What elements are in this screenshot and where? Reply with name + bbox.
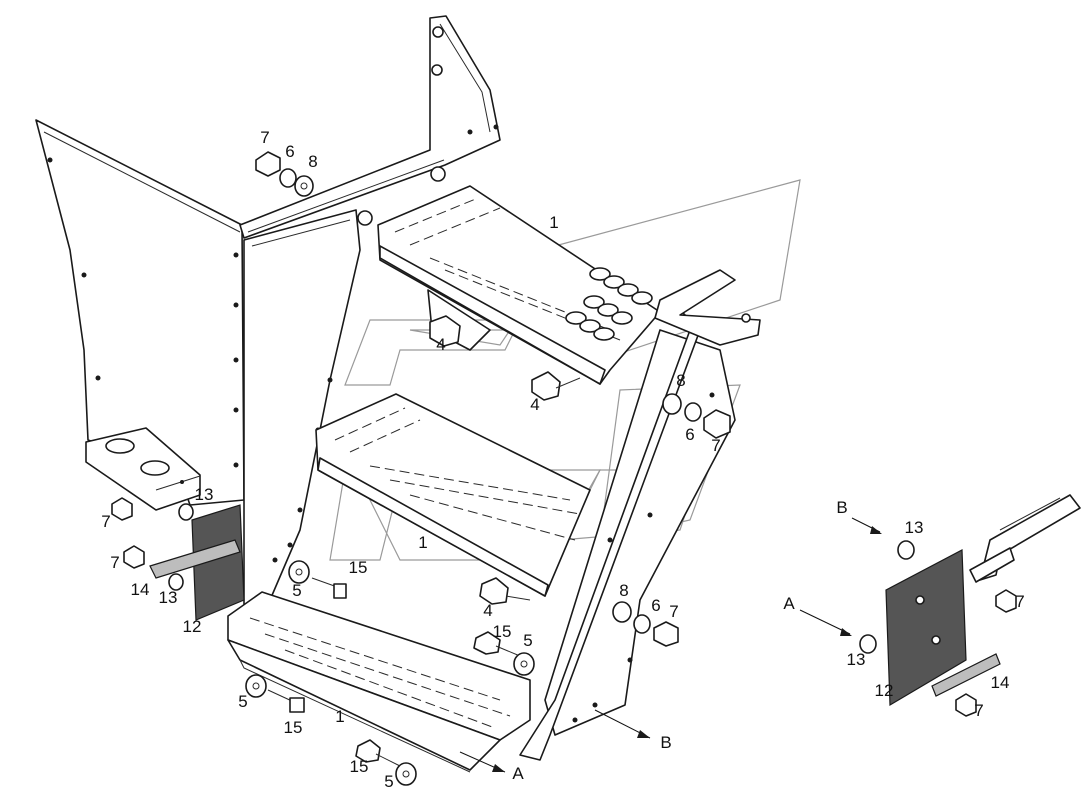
callout-label-view_a: A bbox=[512, 764, 524, 783]
callout-label-n14: 14 bbox=[131, 580, 150, 599]
callout-label-n7: 7 bbox=[260, 128, 269, 147]
callout-label-n7: 7 bbox=[974, 701, 983, 720]
callout-label-n5: 5 bbox=[292, 581, 301, 600]
bottom-step-tread bbox=[227, 591, 531, 773]
callout-label-n6: 6 bbox=[651, 596, 660, 615]
callout-label-n6: 6 bbox=[685, 425, 694, 444]
callout-label-n7: 7 bbox=[110, 553, 119, 572]
callout-label-n14: 14 bbox=[991, 673, 1010, 692]
callout-label-n5: 5 bbox=[238, 692, 247, 711]
callout-label-n4: 4 bbox=[530, 395, 539, 414]
callout-label-n4: 4 bbox=[436, 335, 445, 354]
detail-view-reflector-mounting bbox=[799, 494, 1081, 717]
left-side-panel bbox=[35, 119, 245, 506]
callout-label-n7: 7 bbox=[669, 602, 678, 621]
callout-label-n15: 15 bbox=[350, 757, 369, 776]
callout-label-n1: 1 bbox=[335, 707, 344, 726]
callout-label-n5: 5 bbox=[384, 772, 393, 791]
callout-label-n13: 13 bbox=[159, 588, 178, 607]
callout-label-n13: 13 bbox=[847, 650, 866, 669]
callout-label-n1: 1 bbox=[549, 213, 558, 232]
callout-label-n12: 12 bbox=[183, 617, 202, 636]
middle-step-tread bbox=[315, 393, 591, 597]
callout-label-view_b: B bbox=[660, 733, 671, 752]
callout-label-n12: 12 bbox=[875, 681, 894, 700]
reflector-plate bbox=[149, 504, 245, 621]
top-step-anti-slip-studs bbox=[565, 267, 653, 341]
callout-label-n8: 8 bbox=[308, 152, 317, 171]
fasteners-main-view bbox=[111, 151, 731, 786]
top-mounting-arm bbox=[239, 15, 501, 239]
callout-label-n15: 15 bbox=[493, 622, 512, 641]
callout-label-n7: 7 bbox=[1015, 592, 1024, 611]
callout-label-n5: 5 bbox=[523, 631, 532, 650]
callout-label-n8: 8 bbox=[619, 581, 628, 600]
callout-label-n8: 8 bbox=[676, 371, 685, 390]
step-frame-front-plate bbox=[243, 209, 361, 606]
callout-label-n4: 4 bbox=[483, 601, 492, 620]
callout-label-n13: 13 bbox=[905, 518, 924, 537]
callout-label-n15: 15 bbox=[284, 718, 303, 737]
view-arrows-main bbox=[459, 709, 651, 773]
callout-label-n7: 7 bbox=[711, 436, 720, 455]
callout-label-n15: 15 bbox=[349, 558, 368, 577]
callout-label-view_a: A bbox=[783, 594, 795, 613]
callout-label-n7: 7 bbox=[101, 512, 110, 531]
lamp-bracket bbox=[85, 427, 201, 511]
callout-label-n6: 6 bbox=[285, 142, 294, 161]
callout-label-view_b: B bbox=[836, 498, 847, 517]
callout-label-n13: 13 bbox=[195, 485, 214, 504]
callout-label-n1: 1 bbox=[418, 533, 427, 552]
